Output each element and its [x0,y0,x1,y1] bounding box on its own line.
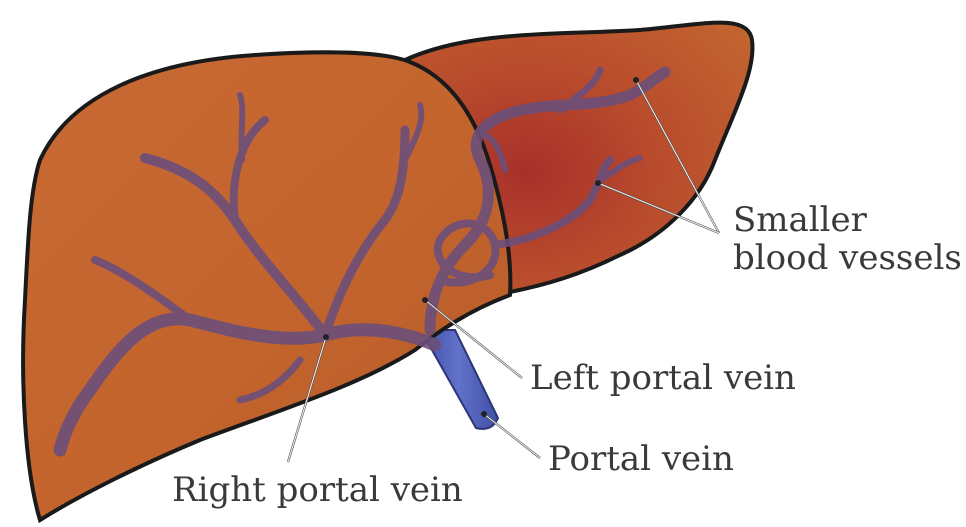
label-right-portal-vein: Right portal vein [172,470,463,510]
label-portal-vein: Portal vein [548,439,734,479]
label-smaller-vessels-line1: Smaller [733,200,868,240]
label-left-portal-vein: Left portal vein [530,358,796,398]
label-smaller-vessels-line2: blood vessels [733,238,962,278]
